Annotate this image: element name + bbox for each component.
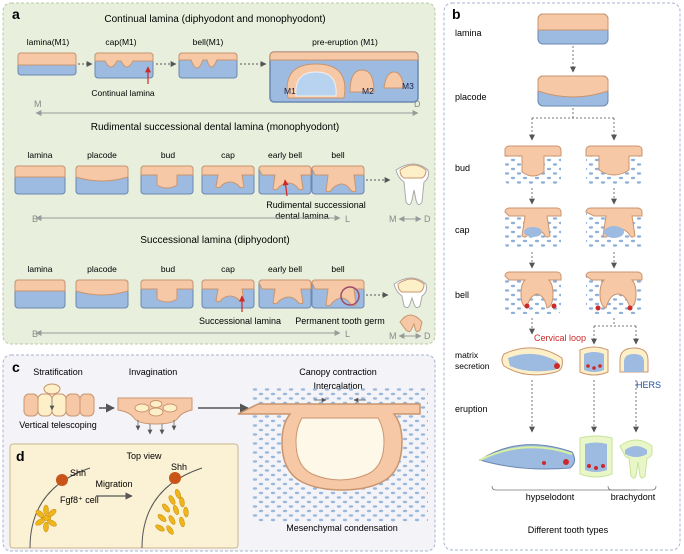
invagination-label: Invagination (129, 367, 178, 377)
s1-stage-pre-eruption: pre-eruption (M1) (312, 37, 378, 47)
panel-c-letter: c (12, 359, 20, 375)
s2-stage-early-bell: early bell (268, 150, 302, 160)
s3-stage-placode: placode (87, 264, 117, 274)
canopy-diagram (237, 388, 428, 522)
shh-spot-right (169, 472, 181, 484)
s2-stage-lamina: lamina (27, 150, 52, 160)
panel-c: c Stratification Invagination Canopy con… (2, 354, 436, 552)
s1-stage-lamina: lamina(M1) (27, 37, 70, 47)
m2-label: M2 (362, 86, 374, 96)
s1-cap-diagram (94, 52, 154, 84)
permanent-tooth-germ-label: Permanent tooth germ (295, 316, 385, 326)
continual-lamina-label: Continual lamina (91, 88, 155, 98)
s1-stage-bell: bell(M1) (193, 37, 224, 47)
b-label-cap: cap (455, 225, 470, 235)
b-label-matrix-2: secretion (455, 361, 490, 371)
fgf8-cell-label: Fgf8⁺ cell (60, 495, 99, 505)
canopy-contraction-label: Canopy contraction (299, 367, 377, 377)
m3-label: M3 (402, 81, 414, 91)
s2-stage-bell: bell (331, 150, 344, 160)
section2-title: Rudimental successional dental lamina (m… (91, 122, 339, 133)
shh-spot-left (56, 474, 68, 486)
b-diagrams (478, 13, 657, 491)
b-label-placode: placode (455, 92, 487, 102)
rudimental-label-2: dental lamina (275, 211, 329, 221)
s2-orient-m: M (389, 214, 397, 224)
section1-title: Continual lamina (diphyodont and monophy… (104, 14, 325, 25)
b-label-eruption: eruption (455, 404, 488, 414)
s2-stage-placode: placode (87, 150, 117, 160)
s3-stage-bud: bud (161, 264, 175, 274)
m1-label: M1 (284, 86, 296, 96)
s2-axis-l: L (345, 214, 350, 224)
s3-stage-lamina: lamina (27, 264, 52, 274)
s3-stage-diagrams (14, 277, 427, 333)
s3-stage-bell: bell (331, 264, 344, 274)
s3-axis-b: B (32, 329, 38, 339)
s3-orient-m: M (389, 331, 397, 341)
successional-lamina-label: Successional lamina (199, 316, 281, 326)
fgf8-cluster-right (155, 488, 189, 535)
stratification-label: Stratification (33, 367, 83, 377)
s2-stage-cap: cap (221, 150, 235, 160)
panel-b-letter: b (452, 6, 461, 22)
fgf8-cluster-left (35, 504, 57, 533)
s2-axis-b: B (32, 214, 38, 224)
rudimental-label-1: Rudimental successional (266, 200, 366, 210)
intercalation-label: Intercalation (313, 381, 362, 391)
shh-right-label: Shh (171, 462, 187, 472)
s2-stage-diagrams (14, 163, 429, 206)
panel-d-letter: d (16, 448, 25, 464)
s3-stage-early-bell: early bell (268, 264, 302, 274)
panel-d: d Top view Shh Fgf8⁺ cell Migration Shh (9, 443, 239, 549)
s1-lamina-diagram (17, 52, 77, 76)
hers-label: HERS (636, 380, 661, 390)
panel-a-letter: a (12, 6, 20, 22)
stratification-diagram (23, 383, 95, 417)
s3-stage-cap: cap (221, 264, 235, 274)
invagination-diagram (117, 397, 193, 435)
s3-orient-d: D (424, 331, 431, 341)
s1-stage-cap: cap(M1) (105, 37, 136, 47)
vertical-telescoping-label: Vertical telescoping (19, 420, 97, 430)
brachydont-label: brachydont (611, 492, 656, 502)
s1-bell-diagram (178, 52, 238, 79)
panel-b: b lamina placode bud cap bell matrix sec… (443, 2, 681, 551)
s1-pre-eruption-diagram (269, 51, 419, 103)
s1-axis-d: D (414, 99, 421, 109)
panel-a: a Continual lamina (diphyodont and monop… (2, 2, 436, 345)
s2-stage-bud: bud (161, 150, 175, 160)
top-view-label: Top view (126, 451, 162, 461)
migration-label: Migration (95, 479, 132, 489)
cervical-loop-label: Cervical loop (534, 333, 586, 343)
s3-axis-l: L (345, 329, 350, 339)
s2-orient-d: D (424, 214, 431, 224)
b-label-matrix-1: matrix (455, 350, 479, 360)
b-label-bud: bud (455, 163, 470, 173)
shh-left-label: Shh (70, 468, 86, 478)
section3-title: Successional lamina (diphyodont) (140, 235, 290, 246)
s1-axis-m: M (34, 99, 42, 109)
mesenchymal-condensation-label: Mesenchymal condensation (286, 523, 398, 533)
tooth-types-footer: Different tooth types (528, 525, 609, 535)
b-label-bell: bell (455, 290, 469, 300)
hypselodont-label: hypselodont (526, 492, 575, 502)
b-label-lamina: lamina (455, 28, 482, 38)
